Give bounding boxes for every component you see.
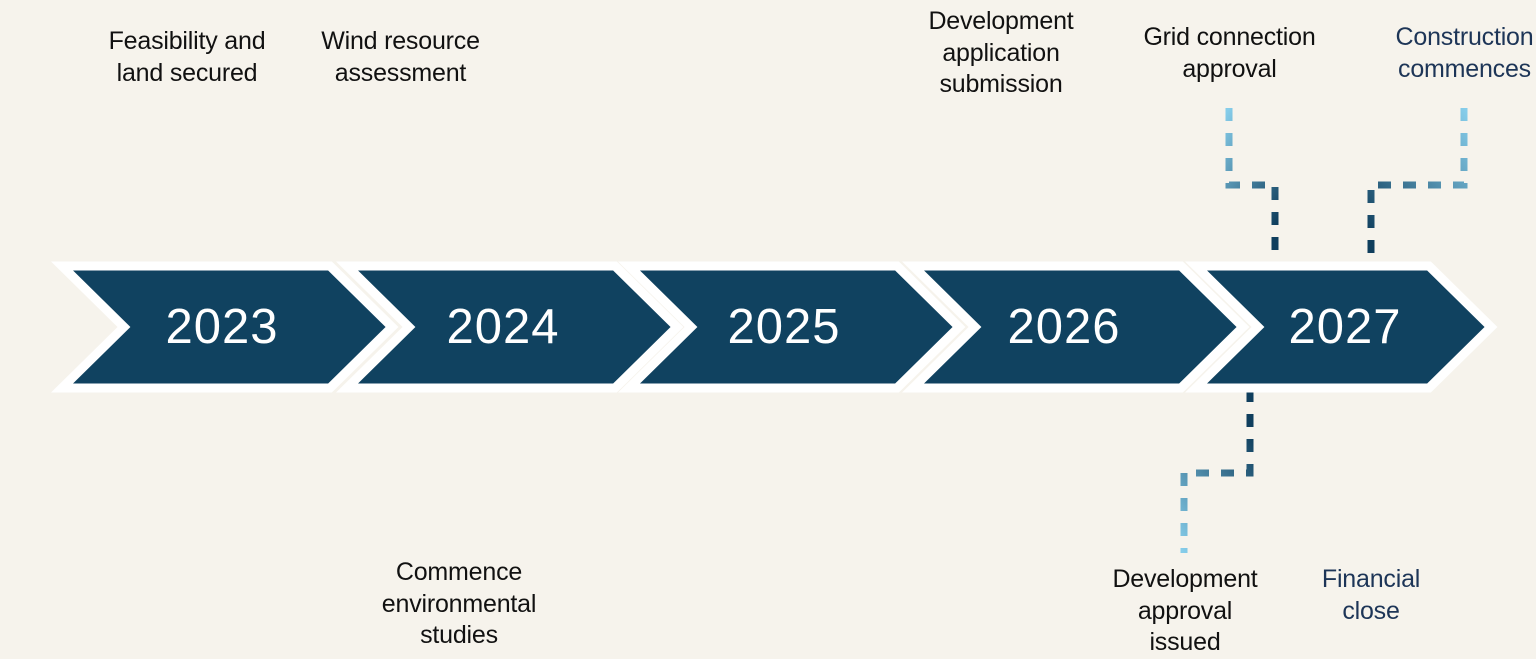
year-chevron-2025[interactable]	[618, 261, 966, 393]
milestone-label-financial-close: Financial close	[1321, 565, 1421, 625]
milestone-label-commence-environmental-studies: Commence environmental studies	[381, 558, 537, 649]
year-label-2027: 2027	[1288, 300, 1401, 354]
milestone-label-development-application-submission: Development application submission	[928, 7, 1074, 98]
year-label-2024: 2024	[446, 300, 559, 354]
milestone-label-development-approval-issued: Development approval issued	[1112, 565, 1258, 656]
year-chevron-2024[interactable]	[336, 261, 684, 393]
milestone-label-feasibility-and-land-secured: Feasibility and land secured	[108, 27, 266, 87]
milestone-label-construction-commences: Construction commences	[1395, 23, 1534, 83]
milestone-label-wind-resource-assessment: Wind resource assessment	[321, 27, 480, 87]
year-label-2026: 2026	[1007, 300, 1120, 354]
milestone-label-grid-connection-approval: Grid connection approval	[1143, 23, 1316, 83]
year-label-2025: 2025	[727, 300, 840, 354]
connector-construction-commences	[1367, 108, 1468, 266]
connector-grid-connection-approval	[1225, 108, 1279, 266]
year-label-2023: 2023	[165, 300, 278, 354]
year-chevron-2026[interactable]	[902, 261, 1250, 393]
year-chevron-2023[interactable]	[51, 261, 399, 393]
year-chevron-2027[interactable]	[1185, 261, 1498, 393]
